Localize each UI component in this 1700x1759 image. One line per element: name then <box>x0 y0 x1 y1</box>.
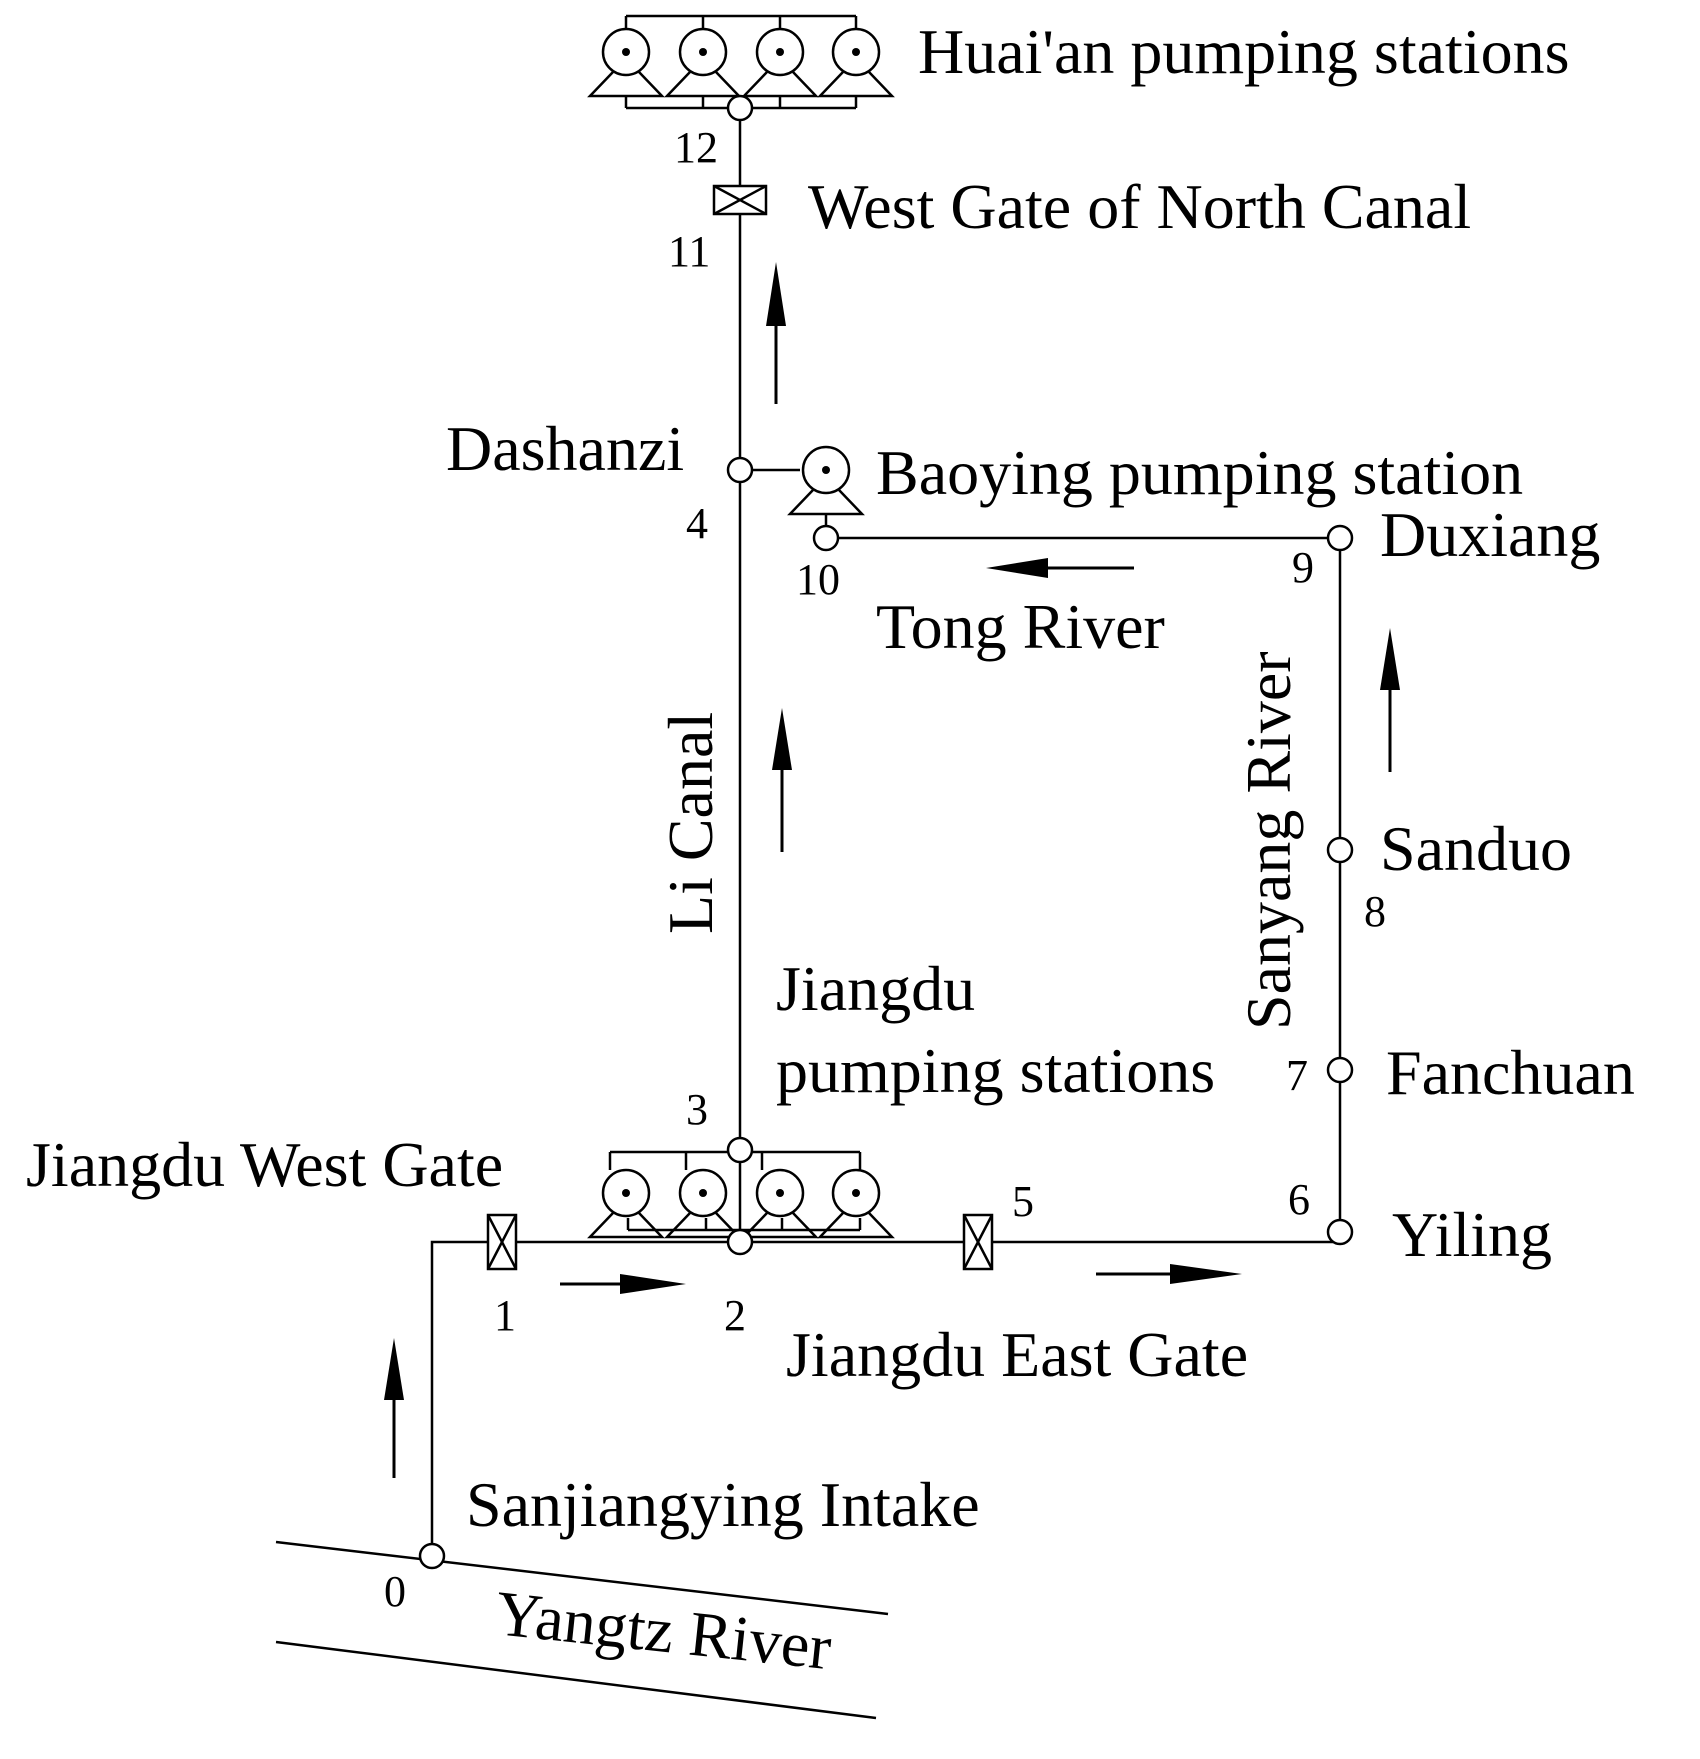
jiangdu-pumping-stations-icon <box>588 1150 894 1239</box>
node-0-number: 0 <box>384 1567 406 1616</box>
sanjiangying-intake-label: Sanjiangying Intake <box>466 1469 980 1540</box>
jiangdu-east-gate-icon <box>962 1213 994 1271</box>
jiangdu-west-gate-label: Jiangdu West Gate <box>26 1129 503 1200</box>
node-5-number: 5 <box>1012 1177 1034 1226</box>
fanchuan-label: Fanchuan <box>1386 1037 1635 1108</box>
baoying-pumping-station-icon <box>788 445 864 516</box>
node-7 <box>1326 1056 1354 1084</box>
node-7-number: 7 <box>1286 1051 1308 1100</box>
node-4 <box>726 456 754 484</box>
node-6-number: 6 <box>1288 1175 1310 1224</box>
node-3 <box>726 1136 754 1164</box>
flow-arrow-left-tong-river <box>986 558 1134 578</box>
west-gate-north-canal-icon <box>712 184 768 216</box>
huaian-pumping-stations-icon <box>588 14 894 110</box>
huaian-pumping-stations-label: Huai'an pumping stations <box>918 16 1569 87</box>
node-1-number: 1 <box>494 1291 516 1340</box>
duxiang-label: Duxiang <box>1380 499 1600 570</box>
flow-arrow-right-west <box>560 1274 686 1294</box>
node-2-number: 2 <box>724 1291 746 1340</box>
west-gate-north-canal-label: West Gate of North Canal <box>808 171 1471 242</box>
node-12-number: 12 <box>674 123 718 172</box>
sanyang-river-label: Sanyang River <box>1233 651 1304 1030</box>
jiangdu-pumping-stations-label-line2: pumping stations <box>776 1035 1215 1106</box>
dashanzi-label: Dashanzi <box>446 413 684 484</box>
baoying-pumping-station-label: Baoying pumping station <box>876 437 1523 508</box>
river-bank-lower <box>275 1640 877 1720</box>
node-8-number: 8 <box>1364 887 1386 936</box>
flow-arrow-up-intake <box>384 1338 404 1478</box>
jiangdu-west-gate-icon <box>486 1213 518 1271</box>
node-8 <box>1326 836 1354 864</box>
jiangdu-east-gate-label: Jiangdu East Gate <box>786 1319 1248 1390</box>
li-canal-label: Li Canal <box>655 712 726 934</box>
node-0 <box>418 1542 446 1570</box>
node-11-number: 11 <box>668 227 710 276</box>
yiling-label: Yiling <box>1392 1199 1552 1270</box>
node-10-number: 10 <box>796 555 840 604</box>
node-10 <box>812 524 840 552</box>
jiangdu-pumping-stations-label-line1: Jiangdu <box>776 953 975 1024</box>
flow-arrow-up-sanyang-river <box>1380 628 1400 772</box>
flow-arrow-right-east <box>1096 1264 1242 1284</box>
node-4-number: 4 <box>686 499 708 548</box>
yangtz-river-label: Yangtz River <box>493 1577 835 1683</box>
flow-arrow-up-li-canal-upper <box>766 262 786 404</box>
node-2 <box>726 1228 754 1256</box>
node-9-number: 9 <box>1292 543 1314 592</box>
flow-arrow-up-li-canal-lower <box>772 708 792 852</box>
node-3-number: 3 <box>686 1085 708 1134</box>
tong-river-label: Tong River <box>876 591 1165 662</box>
node-9 <box>1326 524 1354 552</box>
node-6 <box>1326 1218 1354 1246</box>
sanduo-label: Sanduo <box>1380 813 1572 884</box>
river-bank-upper <box>275 1540 889 1616</box>
sanjiangying-channel <box>430 1240 500 1556</box>
node-12 <box>726 94 754 122</box>
